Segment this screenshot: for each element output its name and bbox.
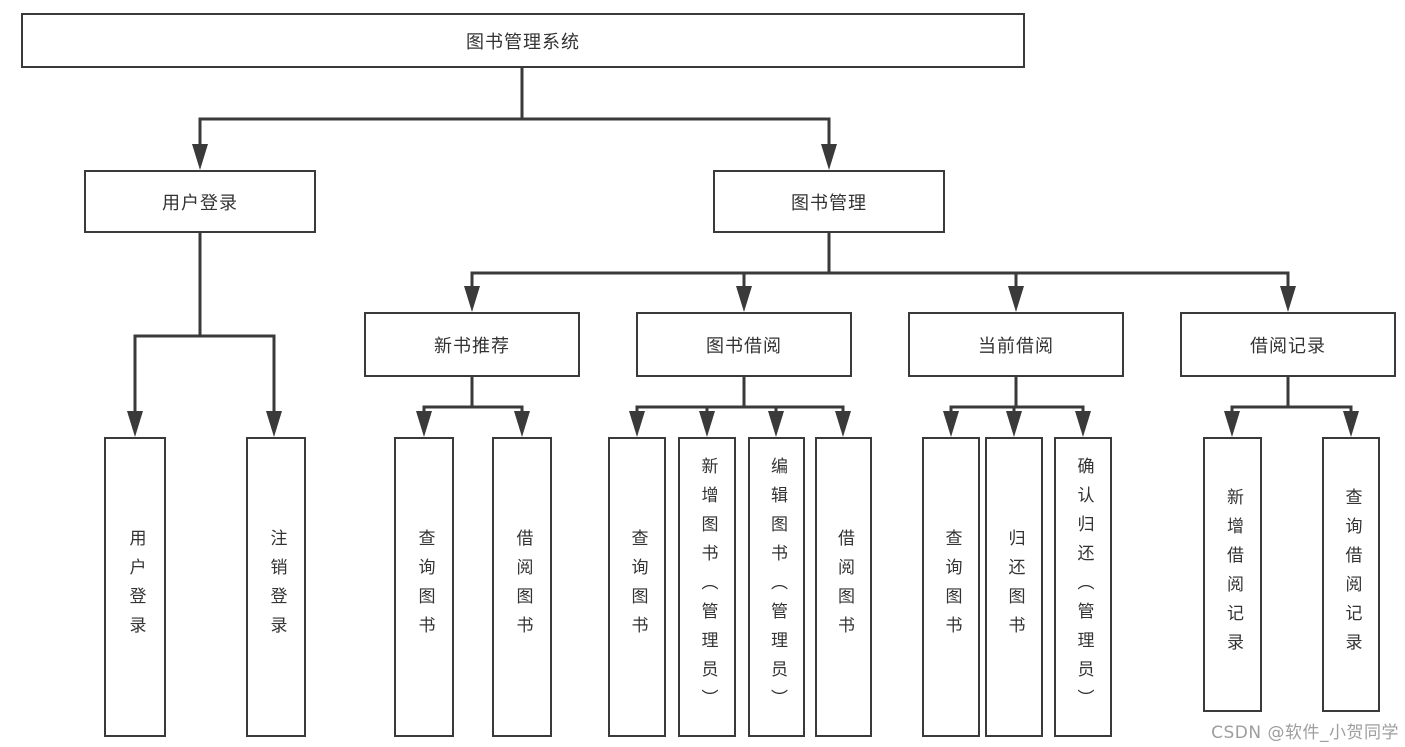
node-root-system-label: 图书管理系统	[466, 31, 580, 53]
leaf-borrow-add-books-admin: 新增图书（管理员）	[678, 437, 736, 737]
leaf-newbook-borrow-books: 借阅图书	[492, 437, 552, 737]
leaf-borrow-borrow-books: 借阅图书	[815, 437, 872, 737]
node-root-system: 图书管理系统	[21, 13, 1025, 68]
leaf-logout-label: 注销登录	[266, 529, 287, 645]
leaf-user-login-label: 用户登录	[125, 529, 146, 645]
leaf-newbook-query-books-label: 查询图书	[414, 529, 435, 645]
node-book-management-label: 图书管理	[791, 192, 867, 214]
leaf-user-login: 用户登录	[104, 437, 166, 737]
leaf-records-query-record: 查询借阅记录	[1322, 437, 1380, 712]
leaf-newbook-borrow-books-label: 借阅图书	[512, 529, 533, 645]
node-book-management: 图书管理	[713, 170, 945, 233]
node-borrow-records-label: 借阅记录	[1250, 335, 1326, 357]
leaf-records-add-record: 新增借阅记录	[1203, 437, 1262, 712]
leaf-logout: 注销登录	[246, 437, 306, 737]
leaf-current-return-books-label: 归还图书	[1004, 529, 1025, 645]
node-borrow-records: 借阅记录	[1180, 312, 1396, 377]
leaf-current-query-books: 查询图书	[922, 437, 980, 737]
leaf-borrow-query-books-label: 查询图书	[627, 529, 648, 645]
leaf-current-query-books-label: 查询图书	[941, 529, 962, 645]
node-new-book-recommend: 新书推荐	[364, 312, 580, 377]
leaf-borrow-borrow-books-label: 借阅图书	[834, 529, 854, 645]
leaf-borrow-add-books-admin-label: 新增图书（管理员）	[697, 456, 718, 718]
leaf-current-confirm-return-admin-label: 确认归还（管理员）	[1073, 456, 1094, 718]
csdn-watermark: CSDN @软件_小贺同学	[1211, 723, 1399, 743]
leaf-newbook-query-books: 查询图书	[394, 437, 454, 737]
node-book-borrow-label: 图书借阅	[706, 335, 782, 357]
node-book-borrow: 图书借阅	[636, 312, 852, 377]
leaf-current-confirm-return-admin: 确认归还（管理员）	[1054, 437, 1112, 737]
leaf-records-add-record-label: 新增借阅记录	[1223, 487, 1243, 662]
node-user-login: 用户登录	[84, 170, 316, 233]
leaf-current-return-books: 归还图书	[985, 437, 1043, 737]
leaf-records-query-record-label: 查询借阅记录	[1341, 487, 1362, 662]
leaf-borrow-edit-books-admin: 编辑图书（管理员）	[748, 437, 805, 737]
node-current-borrow-label: 当前借阅	[978, 335, 1054, 357]
node-current-borrow: 当前借阅	[908, 312, 1124, 377]
leaf-borrow-query-books: 查询图书	[608, 437, 666, 737]
node-new-book-recommend-label: 新书推荐	[434, 335, 510, 357]
leaf-borrow-edit-books-admin-label: 编辑图书（管理员）	[767, 456, 787, 718]
node-user-login-label: 用户登录	[162, 192, 238, 214]
